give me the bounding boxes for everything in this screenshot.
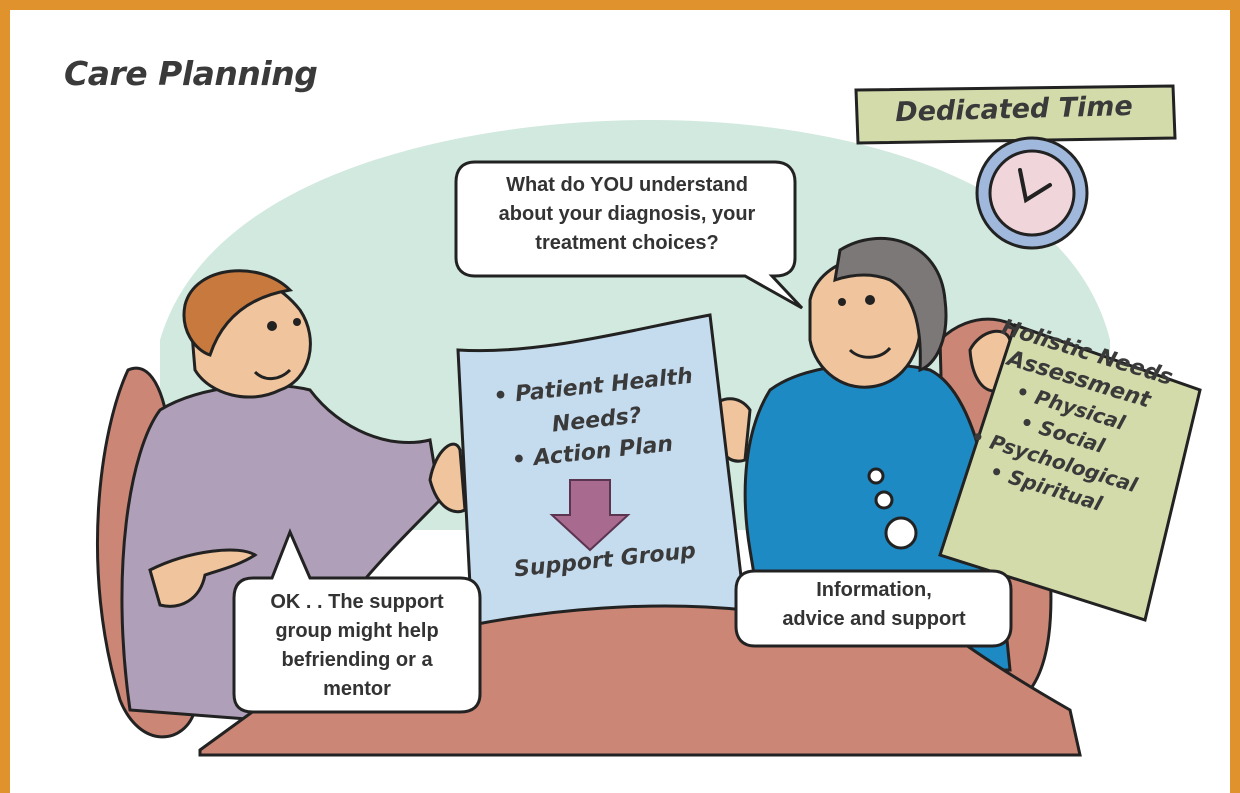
patient-eye [293, 318, 301, 326]
clock-face [988, 149, 1076, 237]
nurse-mouth [848, 346, 892, 359]
bubble-line: befriending or a [281, 649, 433, 671]
patient-hair [182, 269, 294, 357]
patient-reply-text: OK . . The support group might help befr… [238, 588, 476, 704]
care-scene [96, 84, 1202, 757]
bubble-line: about your diagnosis, your [498, 203, 756, 225]
nurse-eye [838, 298, 846, 306]
bubble-line: mentor [323, 678, 391, 700]
patient-reply-bubble [232, 528, 482, 714]
clock-hands [1018, 168, 1052, 204]
patient-eye [267, 321, 277, 331]
bubble-line: advice and support [782, 608, 966, 630]
nurse-question-text: What do YOU understand about your diagno… [462, 171, 792, 258]
nurse-offer-bubble [734, 569, 1013, 648]
nurse-offer-text: Information, advice and support [740, 576, 1008, 634]
nurse-eye [865, 295, 875, 305]
bubble-line: group might help [275, 620, 439, 642]
page-title: Care Planning [64, 54, 318, 93]
down-arrow-icon [549, 479, 631, 552]
patient-mouth [253, 368, 292, 380]
thought-dot [874, 490, 894, 510]
patient-hand [148, 548, 258, 608]
patient-hand [428, 442, 467, 514]
assessment-sheet [938, 323, 1202, 622]
bubble-line: OK . . The support [270, 591, 444, 613]
bubble-line: Information, [816, 579, 932, 601]
thought-dot [867, 467, 885, 485]
bubble-line: treatment choices? [535, 232, 719, 254]
dedicated-time-sign [854, 84, 1177, 145]
thought-dot [884, 516, 918, 550]
nurse-question-bubble [454, 160, 804, 310]
nurse-hair [833, 236, 948, 373]
bubble-line: What do YOU understand [506, 174, 748, 196]
